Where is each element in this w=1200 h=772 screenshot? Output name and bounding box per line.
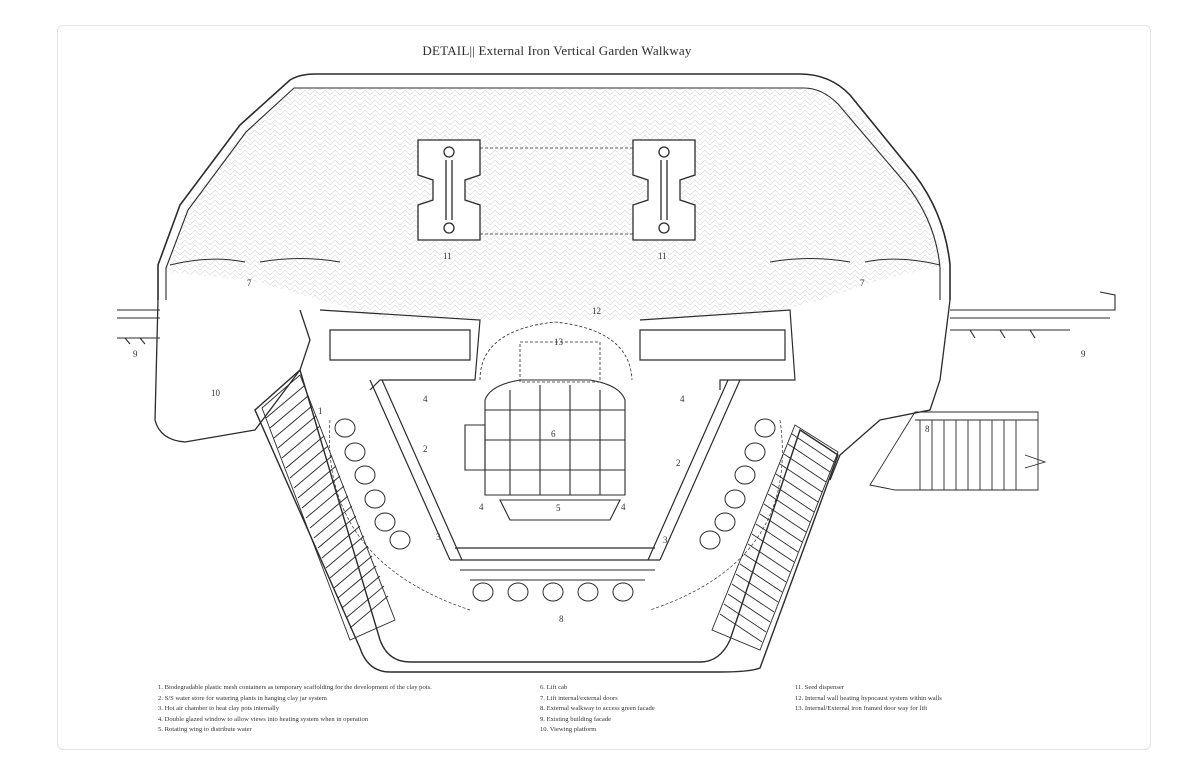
viewing-platform-left [154,299,311,443]
legend-item: 3. Hot air chamber to heat clay pots int… [158,705,280,712]
lift-door-left [169,258,341,266]
callout-11-left: 11 [443,251,452,261]
callout-9-left: 9 [133,349,138,359]
callout-4-right: 4 [680,394,685,404]
legend-item: 13. Internal/External iron framed door w… [795,705,928,712]
existing-facade-right [950,291,1116,339]
legend-item: 9. Existing building facade [540,715,612,723]
legend-item: 8. External walkway to access green faca… [540,705,655,712]
callout-7-left: 7 [247,278,252,288]
existing-facade-left [117,309,160,345]
upper-chamber [165,88,945,320]
callout-1: 1 [318,406,323,416]
lift-door-right [769,258,941,266]
clay-pots-left [334,418,411,550]
upper-chamber-wall [157,73,951,300]
callout-9-right: 9 [1081,349,1086,359]
clay-pots-right [699,418,776,550]
callout-11-right: 11 [658,251,667,261]
viewing-platform-right [829,299,951,481]
lift-door-frame [519,341,601,383]
legend-item: 1. Biodegradable plastic mesh containers… [158,684,432,691]
drawing-title: DETAIL|| External Iron Vertical Garden W… [422,43,692,58]
callout-6: 6 [551,429,556,439]
legend-item: 12. Internal wall heating hypocaust syst… [795,694,942,702]
callout-4-left: 4 [423,394,428,404]
walkway-outline [254,368,839,673]
callout-2-right: 2 [676,458,681,468]
legend-item: 11. Seed dispenser [795,684,845,691]
callout-10: 10 [211,388,221,398]
seed-dispenser-left [417,139,481,241]
legend-item: 5. Rotating wing to distribute water [158,726,252,733]
stair-right [711,424,839,651]
legend-item: 10. Viewing platform [540,726,597,733]
legend-column-1: 1. Biodegradable plastic mesh containers… [158,683,432,736]
legend-item: 7. Lift internal/external doors [540,694,618,702]
callout-7-right: 7 [860,278,865,288]
stair-far-right [869,411,1047,491]
callout-8-bottom: 8 [559,614,564,624]
callout-3-left: 3 [436,532,441,542]
callout-4-bottom-left: 4 [479,502,484,512]
callout-3-right: 3 [663,535,668,545]
callout-13: 13 [554,337,564,347]
legend-item: 2. S/S water store for watering plants i… [158,694,327,702]
callout-8-right: 8 [925,424,930,434]
lift-cab [464,379,626,521]
legend-column-2: 6. Lift cab 7. Lift internal/external do… [540,683,655,736]
callout-5: 5 [556,503,561,513]
stair-left [261,374,396,641]
legend-column-3: 11. Seed dispenser 12. Internal wall hea… [795,683,942,715]
callout-12: 12 [592,306,601,316]
legend-item: 4. Double glazed window to allow views i… [158,715,369,723]
seed-dispenser-right [632,139,696,241]
inner-structure [319,309,796,561]
callout-2-left: 2 [423,444,428,454]
legend-item: 6. Lift cab [540,684,568,691]
clay-pots-bottom [460,569,655,602]
callout-4-bottom-right: 4 [621,502,626,512]
